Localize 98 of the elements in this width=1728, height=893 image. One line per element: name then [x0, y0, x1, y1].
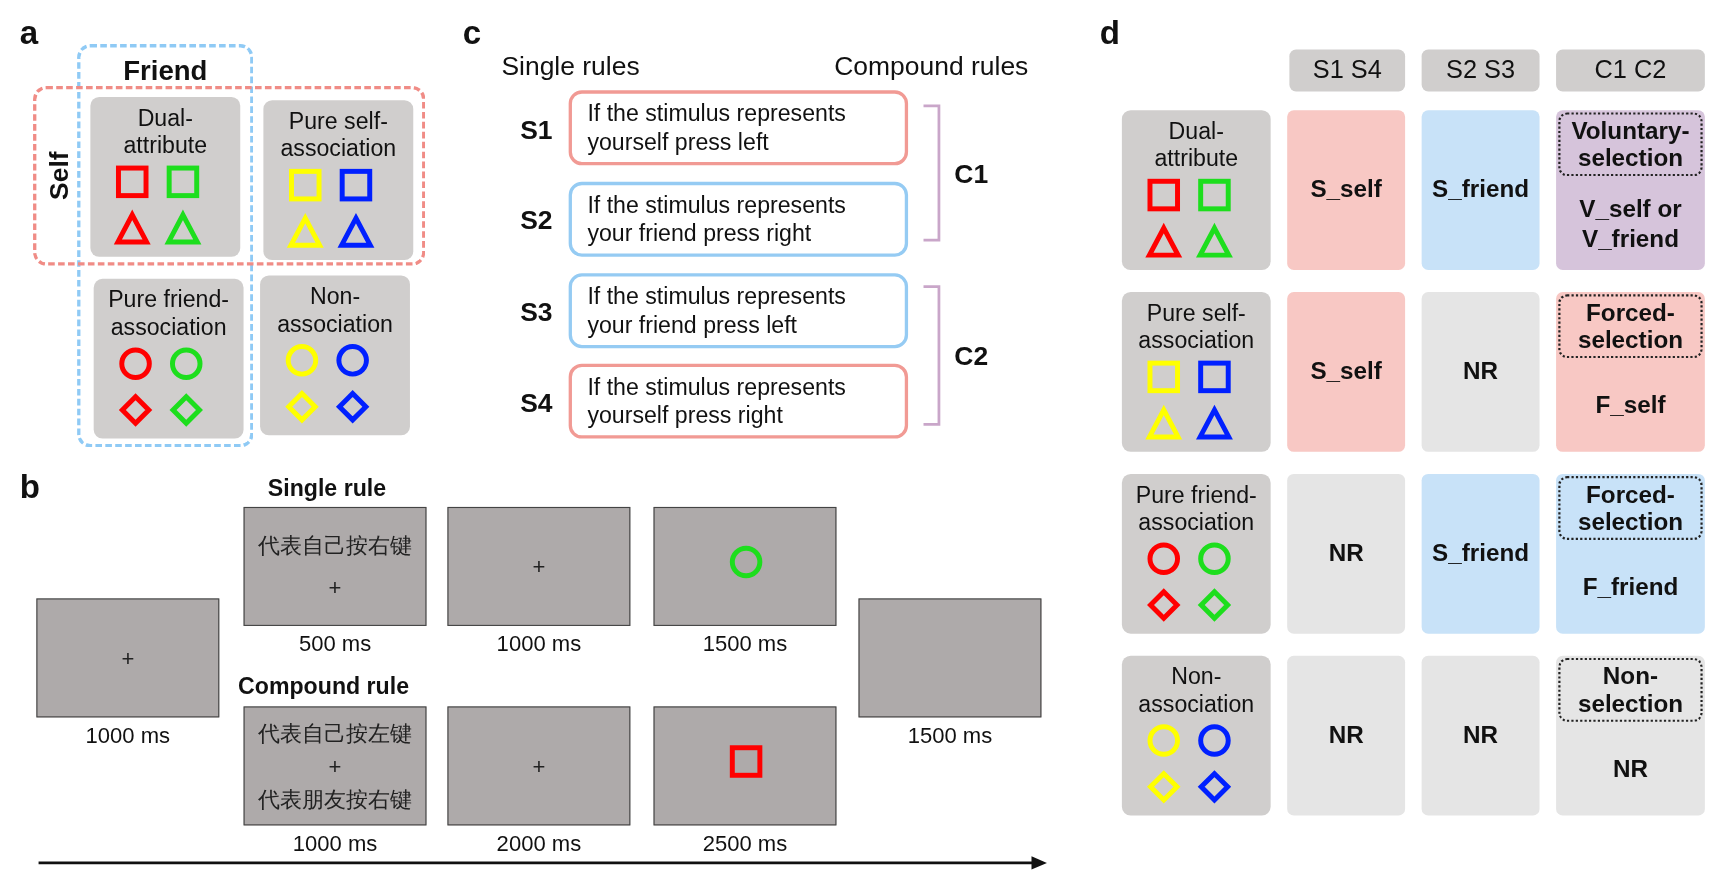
category-box [263, 100, 414, 261]
category-label: Dual-attribute [1153, 116, 1240, 173]
category-box [1121, 292, 1271, 452]
text-label: S4 [520, 387, 553, 420]
table-cell-box [1287, 473, 1406, 634]
text-label: S3 [520, 296, 553, 329]
text-label: Compound rules [834, 50, 1029, 83]
category-box [90, 97, 241, 257]
screen-text: 代表自己按右键 [257, 532, 413, 559]
heading-text: Voluntary-selection [1570, 116, 1691, 173]
cell-text: NR [1462, 720, 1500, 751]
table-cell-box [1421, 292, 1540, 452]
screen-text: + [532, 752, 546, 780]
cell-text: F_self [1594, 390, 1667, 422]
screen-text: + [328, 752, 342, 780]
screen-box [858, 598, 1042, 718]
group-title: Friend [122, 54, 209, 88]
duration-label: 1500 ms [701, 630, 789, 657]
cell-text: NR [1327, 538, 1365, 569]
column-header-box [1556, 49, 1705, 92]
heading-text: Forced-selection [1576, 298, 1684, 355]
text-label: C1 [954, 158, 989, 191]
category-label: Pure friend-association [107, 285, 231, 341]
cell-text: V_self or V_friend [1578, 194, 1683, 254]
category-label: Non-association [276, 282, 394, 338]
cell-text: S_self [1309, 356, 1383, 387]
screen-box [447, 706, 631, 826]
screen-box [243, 506, 427, 626]
screen-box [447, 506, 631, 626]
category-label: Pure friend-association [1134, 480, 1258, 536]
column-header-box [1421, 49, 1540, 92]
screen-text: 代表朋友按右键 [257, 785, 413, 813]
category-box [260, 275, 410, 436]
rule-text: If the stimulus represents yourself press right [587, 372, 847, 430]
category-label: Non-association [1137, 662, 1256, 718]
category-label: Pure self-association [1137, 298, 1256, 355]
dotted-heading-box [1558, 476, 1703, 540]
cell-text: NR [1462, 356, 1500, 387]
header-text: S2 S3 [1446, 55, 1516, 86]
text-label: Compound rule [238, 672, 410, 700]
table-cell-box [1556, 110, 1705, 270]
table-cell-box [1556, 655, 1705, 816]
panel-letter: b [19, 467, 41, 507]
header-text: C1 C2 [1594, 55, 1667, 86]
duration-label: 1500 ms [906, 721, 994, 749]
duration-label: 1000 ms [291, 829, 379, 857]
screen-text: 代表自己按左键 [257, 719, 413, 747]
duration-label: 1000 ms [495, 630, 583, 657]
screen-box [653, 506, 837, 626]
cell-text: F_friend [1581, 572, 1680, 603]
panel-letter: d [1099, 13, 1121, 53]
dotted-heading-box [1558, 294, 1703, 359]
duration-label: 2000 ms [495, 829, 583, 857]
table-cell-box [1556, 292, 1705, 452]
heading-text: Forced-selection [1576, 480, 1684, 536]
cell-text: NR [1611, 754, 1649, 785]
table-cell-box [1287, 292, 1406, 452]
screen-box [243, 706, 427, 826]
table-cell-box [1421, 655, 1540, 816]
panel-letter: a [19, 13, 39, 53]
rule-text: If the stimulus represents your friend press left [587, 281, 847, 340]
cell-text: S_friend [1431, 174, 1531, 206]
text-label: S2 [520, 205, 553, 237]
table-cell-box [1421, 473, 1540, 634]
cell-text: S_friend [1431, 538, 1531, 569]
screen-text: + [121, 644, 135, 672]
category-box [93, 278, 244, 439]
table-cell-box [1287, 655, 1406, 816]
duration-label: 500 ms [297, 630, 373, 657]
screen-box [653, 706, 837, 826]
category-label: Dual-attribute [122, 103, 209, 160]
cell-text: NR [1327, 720, 1365, 751]
table-cell-box [1287, 110, 1406, 270]
category-box [1121, 655, 1271, 816]
screen-box [36, 598, 220, 718]
duration-label: 2500 ms [701, 829, 789, 857]
header-text: S1 S4 [1312, 55, 1382, 86]
category-box [1121, 473, 1271, 634]
screen-text: + [328, 574, 342, 601]
text-label: S1 [520, 114, 553, 147]
rule-text: If the stimulus represents yourself press left [587, 99, 847, 157]
screen-text: + [532, 553, 546, 580]
text-label: Single rules [501, 50, 640, 83]
table-cell-box [1556, 473, 1705, 634]
rule-text: If the stimulus represents your friend press right [587, 190, 847, 248]
category-box [1121, 110, 1271, 270]
panel-letter: c [462, 13, 482, 53]
text-label: Single rule [267, 474, 387, 502]
text-label: C2 [954, 340, 989, 373]
heading-text: Non-selection [1576, 662, 1684, 718]
group-title: Self [43, 150, 75, 202]
dotted-heading-box [1558, 657, 1703, 722]
category-label: Pure self-association [279, 107, 398, 163]
dotted-heading-box [1558, 112, 1703, 177]
column-header-box [1289, 49, 1406, 92]
cell-text: S_self [1309, 174, 1383, 206]
table-cell-box [1421, 110, 1540, 270]
duration-label: 1000 ms [84, 721, 172, 749]
